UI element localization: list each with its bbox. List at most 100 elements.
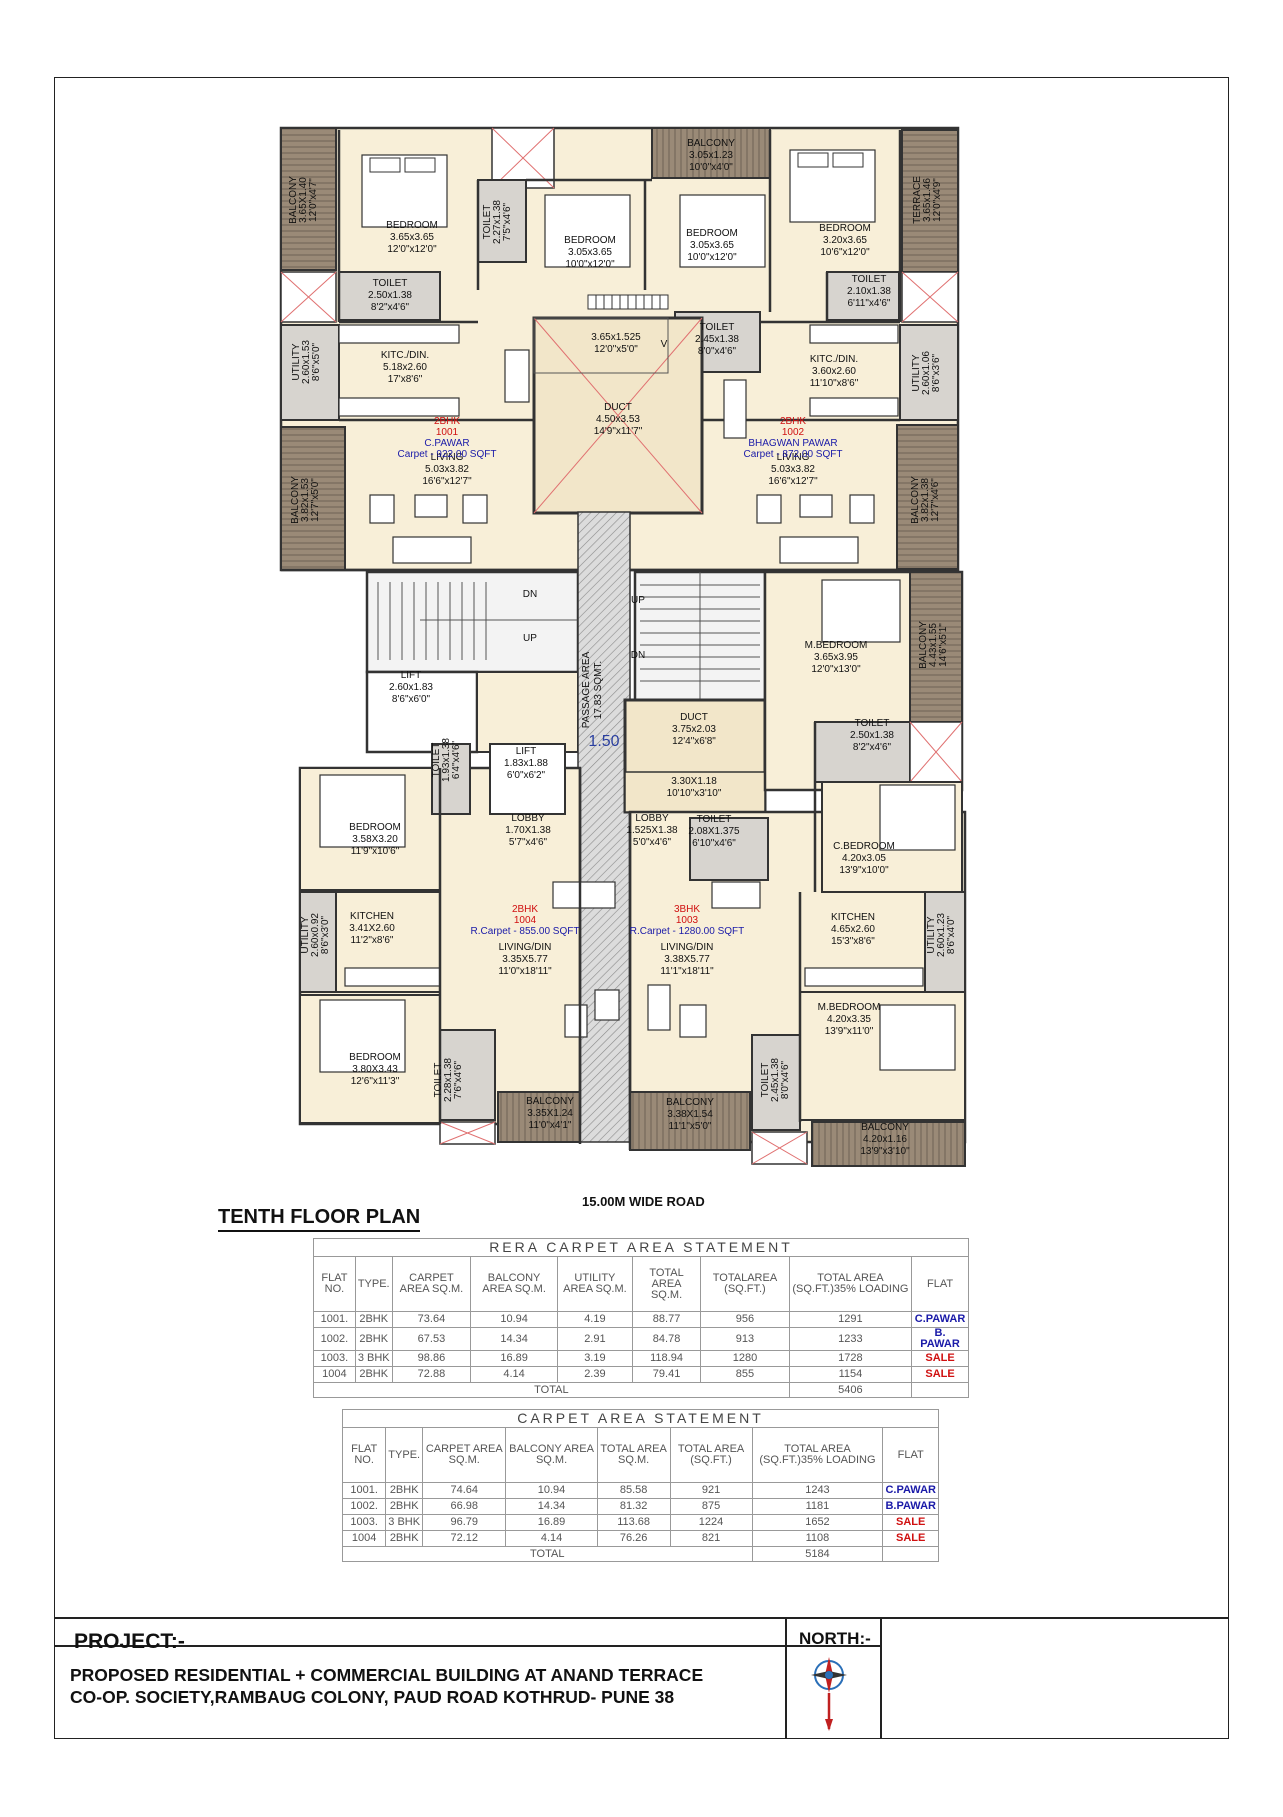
room-dimension-metric: 3.41X2.60: [349, 923, 395, 934]
room-dimension-imperial: 12'0"x13'0": [811, 664, 861, 675]
room-dimension-metric: 5.03x3.82: [771, 464, 815, 475]
room-kitchen-label: KITCHEN: [831, 912, 875, 923]
north-label: NORTH:-: [799, 1629, 871, 1648]
table-cell: SALE: [882, 1514, 939, 1531]
room-dimension-metric: 3.58X3.20: [352, 834, 398, 845]
table-cell: 1280: [700, 1350, 790, 1367]
room-dimension-metric: 3.82x1.53: [300, 478, 311, 522]
room-dimension-metric: 2.60x1.06: [921, 351, 932, 395]
passage-area-value: 17.83 SQMT.: [593, 661, 604, 719]
room-dimension-imperial: 13'9"x10'0": [839, 865, 889, 876]
room-dimension-metric: 3.65x1.46: [922, 178, 933, 222]
room-balcony-label: BALCONY: [288, 176, 299, 224]
room-bedroom-label: BEDROOM: [686, 228, 738, 239]
table-cell: SALE: [911, 1366, 969, 1383]
table-cell: 2BHK: [354, 1327, 393, 1351]
project-line-2: CO-OP. SOCIETY,RAMBAUG COLONY, PAUD ROAD…: [70, 1687, 675, 1707]
room-dimension-metric: 3.75x2.03: [672, 724, 716, 735]
room-dimension-metric: 2.45x1.38: [695, 334, 739, 345]
stair-down-label: DN: [631, 650, 645, 661]
room-dimension-metric: 3.65X1.40: [298, 177, 309, 223]
room-dimension-metric: 2.60x1.23: [936, 913, 947, 957]
room-toilet-label: TOILET: [431, 743, 442, 778]
table-cell: 118.94: [631, 1350, 702, 1367]
room-dimension-imperial: 8'6"x3'6": [931, 353, 942, 392]
room-dimension-metric: 3.35X1.24: [527, 1108, 573, 1119]
room-dimension-metric: 3.65x3.65: [390, 232, 434, 243]
room-dimension-metric: 4.20x3.35: [827, 1014, 871, 1025]
room-dimension-metric: 2.08X1.375: [688, 826, 740, 837]
table-cell: 16.89: [505, 1514, 598, 1531]
room-duct-label: DUCT: [604, 402, 632, 413]
table-cell: 10.94: [470, 1311, 558, 1328]
flat-carpet-label: Carpet - 872.00 SQFT: [744, 449, 843, 460]
table-cell: 3 BHK: [385, 1514, 424, 1531]
table-header-cell: UTILITY AREA SQ.M.: [556, 1256, 633, 1312]
table-cell: 913: [700, 1327, 790, 1351]
room-balcony-label: BALCONY: [861, 1122, 909, 1133]
table-cell: 4.19: [556, 1311, 633, 1328]
room-dimension-metric: 1.83x1.88: [504, 758, 548, 769]
table-cell: 81.32: [596, 1498, 671, 1515]
room-dimension-metric: 3.05x3.65: [568, 247, 612, 258]
room-dimension-metric: 1.70X1.38: [505, 825, 551, 836]
room-toilet-label: TOILET: [855, 718, 890, 729]
total-label: TOTAL: [342, 1546, 753, 1562]
room-bedroom-label: BEDROOM: [386, 220, 438, 231]
room-dimension-imperial: 7'5"x4'6": [502, 202, 513, 241]
room-lift-label: LIFT: [401, 670, 422, 681]
room-lift-label: LIFT: [516, 746, 537, 757]
room-dimension-imperial: 7'6"x4'6": [453, 1060, 464, 1099]
project-description: PROPOSED RESIDENTIAL + COMMERCIAL BUILDI…: [70, 1664, 703, 1708]
room-dimension-metric: 2.60x0.92: [310, 913, 321, 957]
flat-owner-label: C.PAWAR: [424, 438, 469, 449]
table-cell: B. PAWAR: [911, 1327, 969, 1351]
table-cell: 1181: [751, 1498, 884, 1515]
room-dimension-metric: 2.50x1.38: [368, 290, 412, 301]
room-m-bedroom-label: M.BEDROOM: [805, 640, 868, 651]
room-c-bedroom-label: C.BEDROOM: [833, 841, 895, 852]
room-utility-label: UTILITY: [291, 343, 302, 381]
room-dimension-imperial: 11'10"x8'6": [810, 378, 859, 389]
table-cell: B.PAWAR: [882, 1498, 939, 1515]
flat-carpet-label: R.Carpet - 1280.00 SQFT: [630, 926, 745, 937]
table-empty-cell: [882, 1546, 939, 1562]
room-dimension-imperial: 13'9"x11'0": [825, 1026, 874, 1037]
table-cell: 72.88: [391, 1366, 472, 1383]
table-header-cell: TOTAL AREA (SQ.FT.)35% LOADING: [751, 1427, 884, 1483]
table-cell: C.PAWAR: [911, 1311, 969, 1328]
room-living-din-label: LIVING/DIN: [661, 942, 714, 953]
rera-table-caption: RERA CARPET AREA STATEMENT: [313, 1238, 969, 1257]
room-dimension-metric: 4.65x2.60: [831, 924, 875, 935]
table-cell: SALE: [882, 1530, 939, 1547]
room-dimension-imperial: 8'0"x4'6": [780, 1060, 791, 1099]
room-toilet-label: TOILET: [697, 814, 732, 825]
room-dimension-imperial: 8'6"x5'0": [311, 342, 322, 381]
table-header-cell: TOTAL AREA SQ.M.: [596, 1427, 671, 1483]
room-bedroom-label: BEDROOM: [564, 235, 616, 246]
room-dimension-imperial: 8'2"x4'6": [853, 742, 892, 753]
flat-type-label: 2BHK: [434, 416, 460, 427]
table-cell: 76.26: [596, 1530, 671, 1547]
room-toilet-label: TOILET: [700, 322, 735, 333]
room-dimension-imperial: 11'2"x8'6": [351, 935, 394, 946]
table-header-cell: TYPE.: [385, 1427, 424, 1483]
room-dimension-imperial: 8'6"x3'0": [320, 915, 331, 954]
table-cell: 1001.: [313, 1311, 356, 1328]
table-cell: 4.14: [470, 1366, 558, 1383]
table-header-cell: FLAT NO.: [341, 1427, 387, 1483]
table-cell: 4.14: [505, 1530, 598, 1547]
table-cell: 3.19: [556, 1350, 633, 1367]
table-header-cell: TOTALAREA (SQ.FT.): [700, 1256, 790, 1312]
room-dimension-metric: 3.38X1.54: [667, 1109, 713, 1120]
table-cell: 74.64: [422, 1482, 507, 1499]
carpet-table-caption: CARPET AREA STATEMENT: [342, 1409, 939, 1428]
flat-number-label: 1001: [436, 427, 459, 438]
passage-width-label: 1.50: [588, 733, 619, 750]
room-dimension-imperial: 10'6"x12'0": [820, 247, 870, 258]
room-dimension-imperial: 5'7"x4'6": [509, 837, 548, 848]
